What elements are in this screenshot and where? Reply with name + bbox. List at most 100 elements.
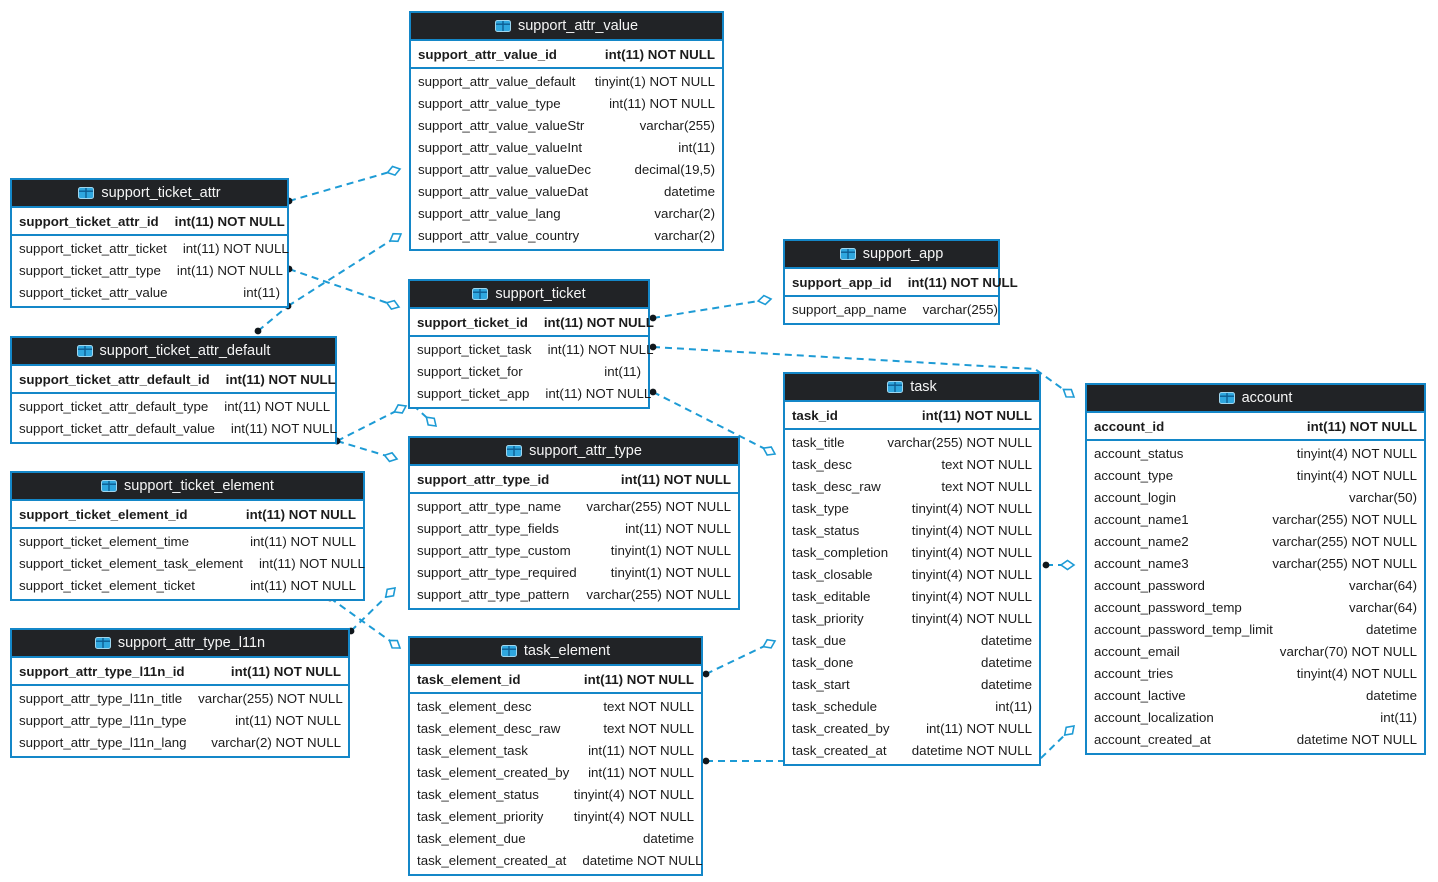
relationship-line[interactable] [257, 305, 289, 332]
relationship-support_ticket-to-support_app[interactable] [649, 294, 773, 322]
relationship-support_ticket_attr-to-support_attr_value[interactable] [284, 232, 403, 310]
column-type: int(11) NOT NULL [174, 213, 285, 229]
column-type: datetime [643, 830, 694, 846]
column-type: int(11) NOT NULL [230, 663, 341, 679]
column-type: tinyint(1) NOT NULL [594, 73, 715, 89]
column-name: task_created_at [792, 742, 887, 758]
column-name: support_ticket_attr_id [19, 213, 159, 229]
column-name: account_email [1094, 643, 1180, 659]
table-header[interactable]: support_ticket [410, 281, 648, 309]
column-type: datetime [664, 183, 715, 199]
column-name: task_desc_raw [792, 478, 881, 494]
relationship-support_ticket_attr_default-to-support_attr_value[interactable] [254, 305, 289, 335]
relationship-dot-end [649, 343, 657, 351]
table-icon [76, 345, 93, 357]
column-type: int(11) [604, 363, 641, 379]
column-type: varchar(255) [922, 301, 998, 317]
column-name: task_element_priority [417, 808, 544, 824]
relationship-line[interactable] [652, 346, 1075, 398]
table-header[interactable]: support_attr_type [410, 438, 738, 466]
column-row: support_attr_value_valueDat datetime [411, 180, 722, 202]
relationship-support_ticket_attr-to-support_attr_value[interactable] [285, 165, 402, 205]
relationship-support_ticket_attr_default-to-support_ticket[interactable] [333, 404, 408, 445]
column-type: datetime NOT NULL [1296, 731, 1417, 747]
table-title: support_ticket_element [124, 478, 274, 494]
column-type: datetime [981, 654, 1032, 670]
relationship-line[interactable] [329, 597, 401, 649]
column-type: tinyint(4) NOT NULL [911, 522, 1032, 538]
column-name: account_localization [1094, 709, 1214, 725]
column-type: tinyint(4) NOT NULL [573, 786, 694, 802]
column-name: task_title [792, 434, 845, 450]
relationship-line[interactable] [652, 298, 772, 319]
table-header[interactable]: support_app [785, 241, 998, 269]
column-type: tinyint(4) NOT NULL [911, 500, 1032, 516]
pk-row: support_attr_type_l11n_id int(11) NOT NUL… [12, 658, 348, 686]
column-type: int(11) [1380, 709, 1417, 725]
table-header[interactable]: support_ticket_attr [12, 180, 287, 208]
column-name: support_attr_value_valueStr [418, 117, 585, 133]
column-type: int(11) NOT NULL [609, 95, 715, 111]
column-name: account_login [1094, 489, 1177, 505]
column-name: support_app_name [792, 301, 907, 317]
column-type: varchar(2) NOT NULL [211, 734, 341, 750]
column-type: tinyint(4) NOT NULL [1296, 467, 1417, 483]
relationship-diamond-end [388, 232, 403, 243]
table-header[interactable]: task [785, 374, 1039, 402]
table-icon [78, 187, 95, 199]
table-header[interactable]: support_ticket_element [12, 473, 363, 501]
column-type: int(11) NOT NULL [588, 742, 694, 758]
relationship-line[interactable] [652, 391, 776, 455]
relationship-line[interactable] [288, 168, 401, 202]
relationship-dot-end [1042, 561, 1050, 569]
table-support_ticket_element[interactable]: support_ticket_element support_ticket_ele… [10, 471, 365, 601]
relationship-dot-end [702, 757, 710, 765]
relationship-support_ticket-to-task[interactable] [649, 388, 777, 456]
relationship-task-to-account[interactable] [1042, 559, 1076, 571]
table-header[interactable]: support_attr_value [411, 13, 722, 41]
relationship-line[interactable] [287, 233, 402, 307]
table-header[interactable]: support_attr_type_l11n [12, 630, 348, 658]
relationship-diamond-end [385, 299, 401, 311]
relationship-support_ticket_attr_default-to-support_attr_type[interactable] [333, 437, 399, 463]
table-header[interactable]: task_element [410, 638, 701, 666]
relationship-task_element-to-task[interactable] [702, 638, 777, 678]
column-name: account_password_temp [1094, 599, 1242, 615]
relationship-line[interactable] [288, 268, 400, 308]
column-name: support_attr_type_l11n_id [19, 663, 185, 679]
column-name: task_due [792, 632, 846, 648]
column-type: decimal(19,5) [634, 161, 715, 177]
table-support_ticket_attr[interactable]: support_ticket_attr support_ticket_attr_i… [10, 178, 289, 308]
table-header[interactable]: account [1087, 385, 1424, 413]
table-header[interactable]: support_ticket_attr_default [12, 338, 335, 366]
relationship-support_ticket-to-account[interactable] [649, 343, 1076, 398]
column-type: int(11) NOT NULL [588, 764, 694, 780]
column-name: support_ticket_element_time [19, 533, 189, 549]
column-type: int(11) NOT NULL [545, 385, 652, 401]
column-type: tinyint(1) NOT NULL [610, 542, 731, 558]
column-name: support_attr_value_valueDat [418, 183, 589, 199]
